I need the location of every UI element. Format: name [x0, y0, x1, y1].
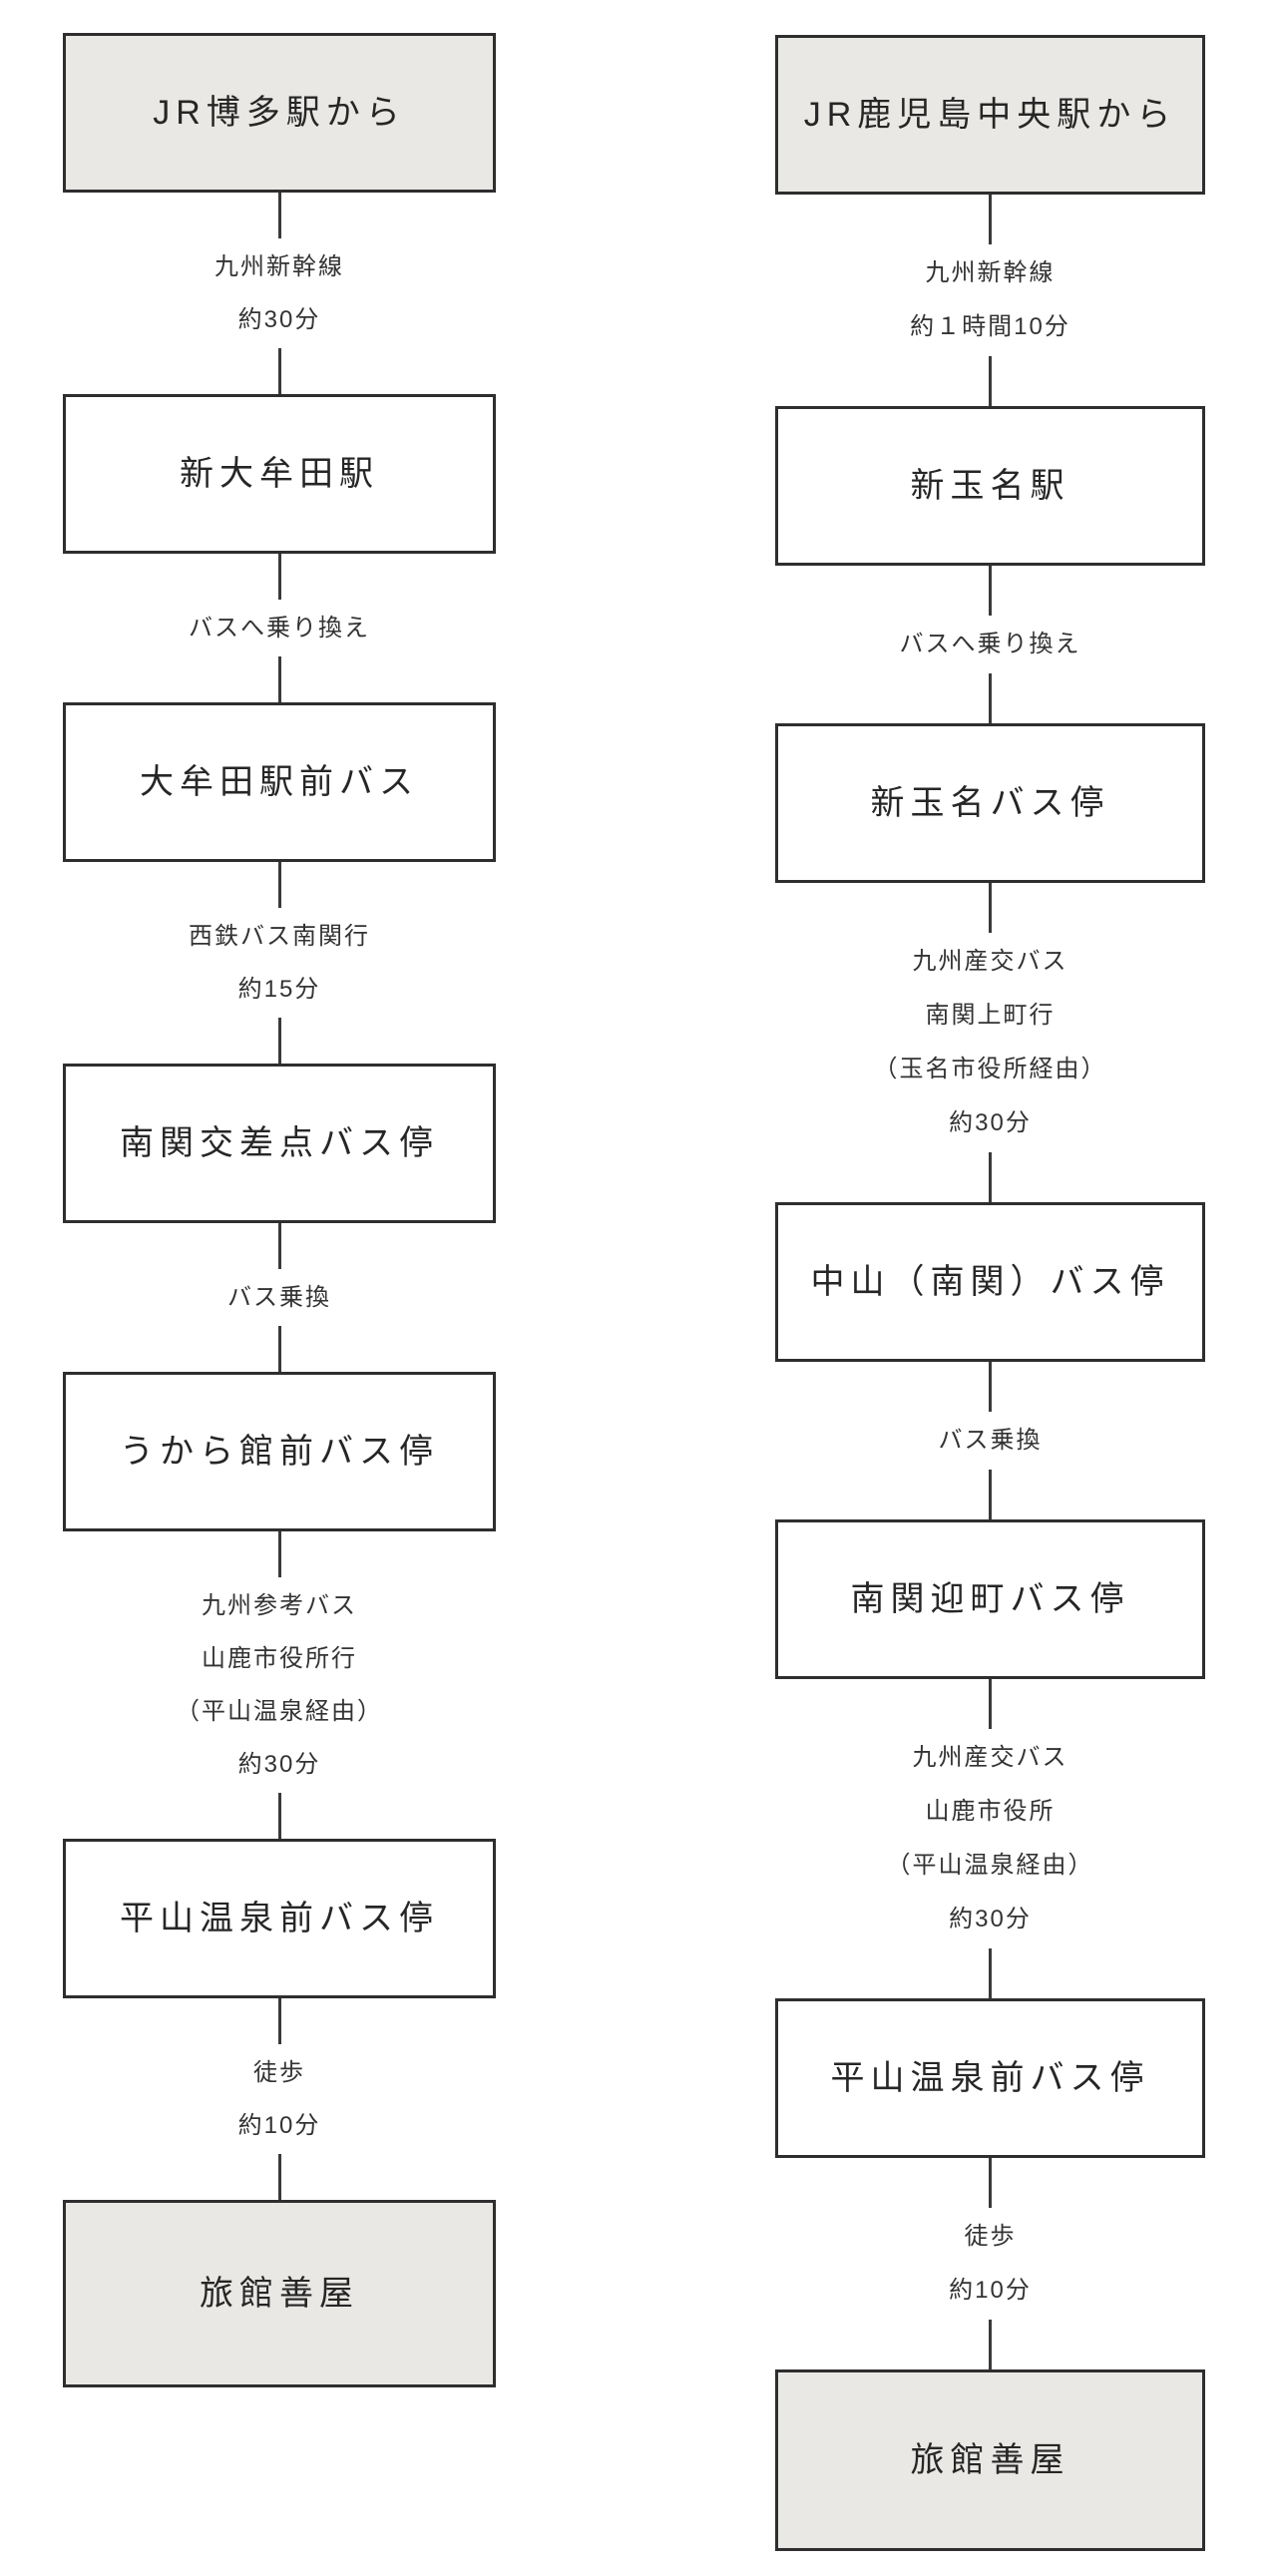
edge-label-group: 徒歩約10分 — [238, 2044, 321, 2154]
edge-label: 約１時間10分 — [910, 313, 1070, 340]
connector-line — [989, 1948, 992, 1998]
connector-line — [277, 1326, 281, 1372]
connector-line — [277, 1998, 281, 2044]
connector-edge: 徒歩約10分 — [775, 2158, 1205, 2369]
station-node: 中山（南関）バス停 — [775, 1202, 1205, 1362]
edge-label: （平山温泉経由） — [886, 1852, 1094, 1879]
connector-line — [277, 1531, 281, 1577]
edge-label-group: 西鉄バス南関行約15分 — [189, 908, 370, 1018]
edge-label-group: 九州産交バス南関上町行 （玉名市役所経由） 約30分 — [874, 933, 1107, 1152]
edge-label: 山鹿市役所 — [925, 1798, 1056, 1825]
connector-line — [277, 193, 281, 238]
connector-line — [989, 1470, 992, 1519]
terminal-node: JR博多駅から — [63, 33, 496, 193]
terminal-node: 旅館善屋 — [63, 2200, 496, 2387]
edge-label: 約30分 — [949, 1906, 1032, 1932]
edge-label-group: バス乗換 — [227, 1269, 331, 1326]
connector-line — [989, 356, 992, 406]
connector-line — [277, 656, 281, 702]
connector-edge: バスへ乗り換え — [775, 566, 1205, 723]
connector-line — [277, 554, 281, 600]
connector-line — [989, 195, 992, 244]
edge-label: 山鹿市役所行 — [202, 1645, 357, 1672]
edge-label: 九州産交バス — [912, 1744, 1068, 1771]
edge-label-group: バスへ乗り換え — [900, 616, 1081, 673]
connector-edge: 九州参考バス山鹿市役所行 （平山温泉経由） 約30分 — [63, 1531, 496, 1839]
connector-line — [277, 1223, 281, 1269]
connector-line — [989, 673, 992, 723]
edge-label-group: 九州参考バス山鹿市役所行 （平山温泉経由） 約30分 — [176, 1577, 383, 1793]
connector-line — [989, 1362, 992, 1412]
connector-line — [277, 1018, 281, 1064]
connector-line — [989, 2158, 992, 2208]
edge-label: 約15分 — [237, 976, 321, 1003]
connector-line — [989, 1152, 992, 1202]
edge-label-group: 九州新幹線約30分 — [214, 238, 344, 348]
edge-label: 九州新幹線 — [214, 253, 344, 280]
edge-label: 約30分 — [237, 306, 321, 333]
connector-edge: 九州産交バス山鹿市役所 （平山温泉経由） 約30分 — [775, 1679, 1205, 1998]
connector-line — [277, 862, 281, 908]
connector-edge: 徒歩約10分 — [63, 1998, 496, 2200]
edge-label: 徒歩 — [964, 2223, 1017, 2250]
route-column-from-kagoshima-chuo: JR鹿児島中央駅から九州新幹線約１時間10分新玉名駅バスへ乗り換え新玉名バス停九… — [775, 35, 1205, 2551]
edge-label: 南関上町行 — [925, 1002, 1056, 1029]
station-node: うから館前バス停 — [63, 1372, 496, 1531]
edge-label: 約30分 — [237, 1751, 321, 1778]
edge-label-group: 徒歩約10分 — [949, 2208, 1032, 2320]
connector-line — [989, 2320, 992, 2369]
edge-label-group: バス乗換 — [939, 1412, 1043, 1470]
edge-label-group: 九州産交バス山鹿市役所 （平山温泉経由） 約30分 — [887, 1729, 1094, 1948]
edge-label: 九州新幹線 — [925, 259, 1056, 286]
station-node: 南関交差点バス停 — [63, 1064, 496, 1223]
connector-edge: バスへ乗り換え — [63, 554, 496, 702]
edge-label-group: 九州新幹線約１時間10分 — [910, 244, 1070, 356]
station-node: 新玉名駅 — [775, 406, 1205, 566]
connector-line — [989, 1679, 992, 1729]
station-node: 新大牟田駅 — [63, 394, 496, 554]
connector-line — [277, 2154, 281, 2200]
station-node: 大牟田駅前バス — [63, 702, 496, 862]
connector-line — [277, 1793, 281, 1839]
station-node: 新玉名バス停 — [775, 723, 1205, 883]
edge-label: 西鉄バス南関行 — [189, 923, 370, 950]
edge-label: バスへ乗り換え — [899, 631, 1081, 657]
connector-line — [989, 566, 992, 616]
edge-label-group: バスへ乗り換え — [189, 600, 370, 656]
edge-label: 九州産交バス — [912, 948, 1068, 975]
route-column-from-hakata: JR博多駅から九州新幹線約30分新大牟田駅バスへ乗り換え大牟田駅前バス西鉄バス南… — [63, 33, 496, 2387]
edge-label: （平山温泉経由） — [176, 1698, 383, 1725]
edge-label: バス乗換 — [227, 1284, 331, 1311]
edge-label: バス乗換 — [938, 1427, 1043, 1454]
edge-label: 徒歩 — [252, 2059, 305, 2086]
edge-label: 九州参考バス — [202, 1592, 357, 1619]
connector-edge: 九州新幹線約30分 — [63, 193, 496, 394]
terminal-node: 旅館善屋 — [775, 2369, 1205, 2551]
station-node: 南関迎町バス停 — [775, 1519, 1205, 1679]
edge-label: バスへ乗り換え — [189, 615, 370, 642]
station-node: 平山温泉前バス停 — [775, 1998, 1205, 2158]
edge-label: 約30分 — [949, 1109, 1032, 1136]
connector-edge: 九州新幹線約１時間10分 — [775, 195, 1205, 406]
terminal-node: JR鹿児島中央駅から — [775, 35, 1205, 195]
connector-edge: バス乗換 — [63, 1223, 496, 1372]
station-node: 平山温泉前バス停 — [63, 1839, 496, 1998]
connector-edge: バス乗換 — [775, 1362, 1205, 1519]
connector-line — [989, 883, 992, 933]
edge-label: （玉名市役所経由） — [873, 1056, 1107, 1082]
connector-edge: 西鉄バス南関行約15分 — [63, 862, 496, 1064]
connector-line — [277, 348, 281, 394]
edge-label: 約10分 — [949, 2277, 1032, 2304]
connector-edge: 九州産交バス南関上町行 （玉名市役所経由） 約30分 — [775, 883, 1205, 1202]
edge-label: 約10分 — [237, 2112, 321, 2139]
